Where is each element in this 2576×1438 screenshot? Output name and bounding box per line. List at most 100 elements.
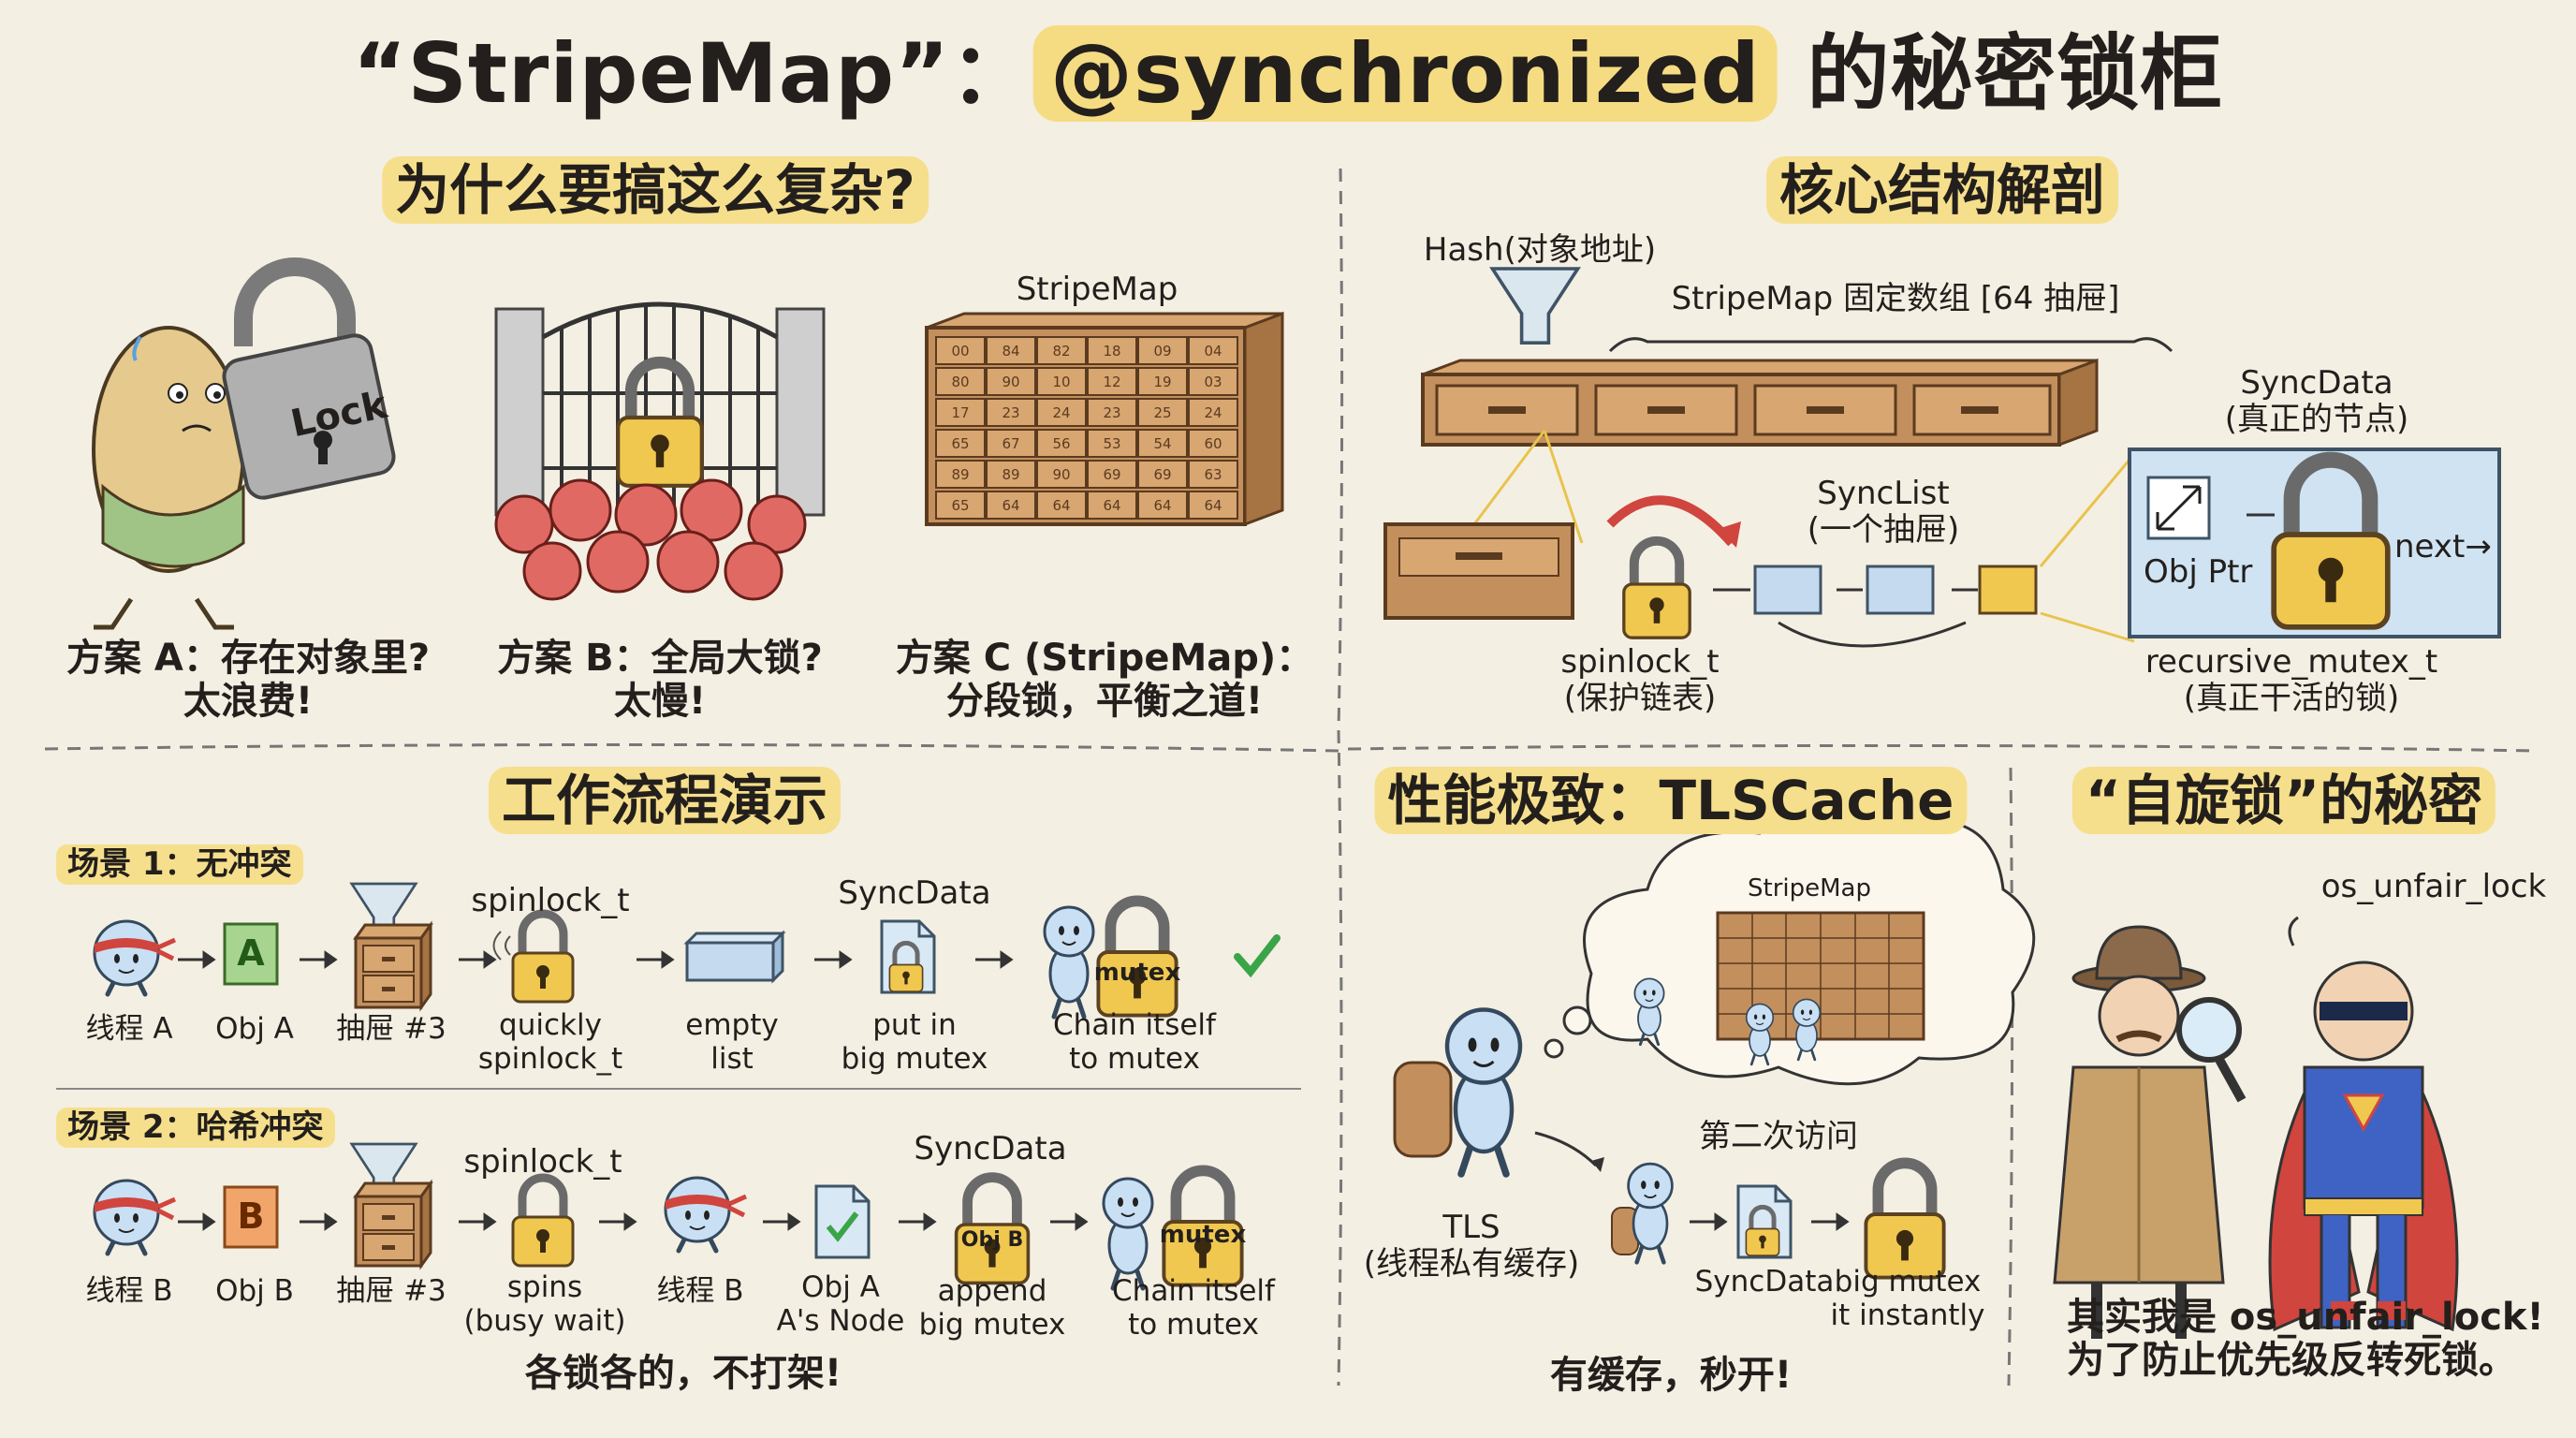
cabinet-drawer-number: 64 [1153, 497, 1171, 514]
plan-b-caption: 方案 B：全局大锁?太慢! [497, 637, 823, 723]
cabinet-drawer [1137, 429, 1188, 458]
cabinet-drawer [1188, 398, 1238, 427]
scene2-label-drawer: 抽屉 #3 [336, 1274, 446, 1308]
cabinet-drawer-number: 64 [1103, 497, 1120, 514]
second-visit-label: 第二次访问 [1699, 1118, 1858, 1155]
cabinet-drawer-number: 64 [1002, 497, 1019, 514]
scene2-label-obj: Obj B [215, 1274, 294, 1308]
scene2-flow [95, 1142, 1242, 1288]
cabinet-drawer-number: 82 [1052, 343, 1070, 360]
cabinet-drawer [1036, 460, 1087, 489]
cabinet-drawer [1137, 336, 1188, 365]
cabinet-drawer [1036, 367, 1087, 396]
array-label: StripeMap 固定数组 [64 抽屉] [1671, 280, 2120, 317]
cabinet-drawer [935, 367, 986, 396]
cabinet-drawer-number: 18 [1103, 343, 1120, 360]
scene2-objb-lock-text: Obj B [960, 1228, 1024, 1252]
spin-heading: “自旋锁”的秘密 [2071, 767, 2496, 834]
cabinet-drawer-number: 25 [1153, 404, 1171, 421]
cabinet-drawer [1087, 398, 1137, 427]
cabinet-drawer [1036, 429, 1087, 458]
potato-carrying-lock [92, 257, 396, 630]
next-label: next→ [2394, 528, 2492, 565]
cabinet-drawer [1137, 491, 1188, 520]
cabinet-drawer [1188, 367, 1238, 396]
cabinet-drawer [1087, 336, 1137, 365]
cabinet-drawer-number: 54 [1153, 435, 1171, 452]
cabinet-drawer [986, 491, 1036, 520]
tls-label: TLS(线程私有缓存) [1363, 1209, 1580, 1284]
cabinet-drawer-number: 23 [1103, 404, 1120, 421]
cabinet-drawer-number: 17 [951, 404, 969, 421]
scene2-tag: 场景 2：哈希冲突 [56, 1108, 335, 1149]
tls-heading: 性能极致：TLSCache [1374, 767, 1968, 834]
cabinet-drawer-number: 90 [1052, 466, 1070, 483]
tls-syncdata-label: SyncData [1694, 1265, 1835, 1299]
cabinet-drawer [986, 336, 1036, 365]
scene2-mutex-text: mutex [1159, 1221, 1247, 1249]
why-heading: 为什么要搞这么复杂? [382, 156, 929, 224]
cabinet-drawer [1087, 367, 1137, 396]
scene1-syncdata-label: SyncData [838, 874, 991, 912]
cabinet-drawer-number: 64 [1052, 497, 1070, 514]
cabinet-drawer [1188, 460, 1238, 489]
cabinet-drawer-number: 89 [951, 466, 969, 483]
cabinet-drawer [935, 398, 986, 427]
hash-label: Hash(对象地址) [1423, 231, 1657, 269]
cabinet-drawer [1087, 460, 1137, 489]
spinlock-label: spinlock_t(保护链表) [1560, 643, 1720, 718]
cabinet-drawer-number: 00 [951, 343, 969, 360]
cabinet-drawer-number: 24 [1052, 404, 1070, 421]
flow-heading: 工作流程演示 [488, 767, 842, 834]
cabinet-drawer-number: 65 [951, 497, 969, 514]
cabinet-drawer-number: 69 [1153, 466, 1171, 483]
cabinet-drawer [1137, 367, 1188, 396]
title-highlight: @synchronized [1032, 25, 1778, 122]
cabinet-drawer-number: 63 [1204, 466, 1222, 483]
scene1-label-thread: 线程 A [85, 1012, 173, 1046]
cabinet-drawer-number: 60 [1204, 435, 1222, 452]
core-structure [1383, 267, 2501, 648]
cabinet-drawer [986, 367, 1036, 396]
plan-c-caption: 方案 C (StripeMap)：分段锁，平衡之道! [895, 637, 1314, 723]
detective-and-hero [2053, 916, 2459, 1339]
cabinet-drawer [1137, 460, 1188, 489]
cabinet-drawer-number: 56 [1052, 435, 1070, 452]
scene1-spinlock-label: spinlock_t [471, 882, 630, 919]
cabinet-drawer-number: 23 [1002, 404, 1019, 421]
spin-footer: 其实我是 os_unfair_lock!为了防止优先级反转死锁。 [2067, 1296, 2544, 1382]
cabinet-drawer [986, 429, 1036, 458]
scene1-label-drawer: 抽屉 #3 [336, 1012, 446, 1046]
scene1-obj-letter: A [237, 932, 265, 974]
stripemap-label: StripeMap [1016, 271, 1178, 308]
core-heading: 核心结构解剖 [1765, 156, 2119, 224]
cabinet-drawer-number: 09 [1153, 343, 1171, 360]
cabinet-drawer-number: 80 [951, 374, 969, 390]
scene2-spinlock-label: spinlock_t [463, 1143, 622, 1181]
scene1-flow [95, 882, 1281, 1017]
gate-and-crowd [494, 301, 826, 601]
scene2-syncdata-label: SyncData [914, 1130, 1067, 1167]
cabinet-drawer [1188, 429, 1238, 458]
cabinet-drawer-number: 19 [1153, 374, 1171, 390]
cabinet-drawer-number: 69 [1103, 466, 1120, 483]
cabinet-drawer-number: 90 [1002, 374, 1019, 390]
cabinet-drawer-number: 12 [1103, 374, 1120, 390]
cabinet-drawer [935, 460, 986, 489]
cabinet-drawer-number: 84 [1002, 343, 1019, 360]
mutex-label: recursive_mutex_t(真正干活的锁) [2144, 643, 2438, 718]
cabinet-drawer [1036, 491, 1087, 520]
cabinet-drawer-number: 64 [1204, 497, 1222, 514]
cabinet-drawer [1188, 336, 1238, 365]
